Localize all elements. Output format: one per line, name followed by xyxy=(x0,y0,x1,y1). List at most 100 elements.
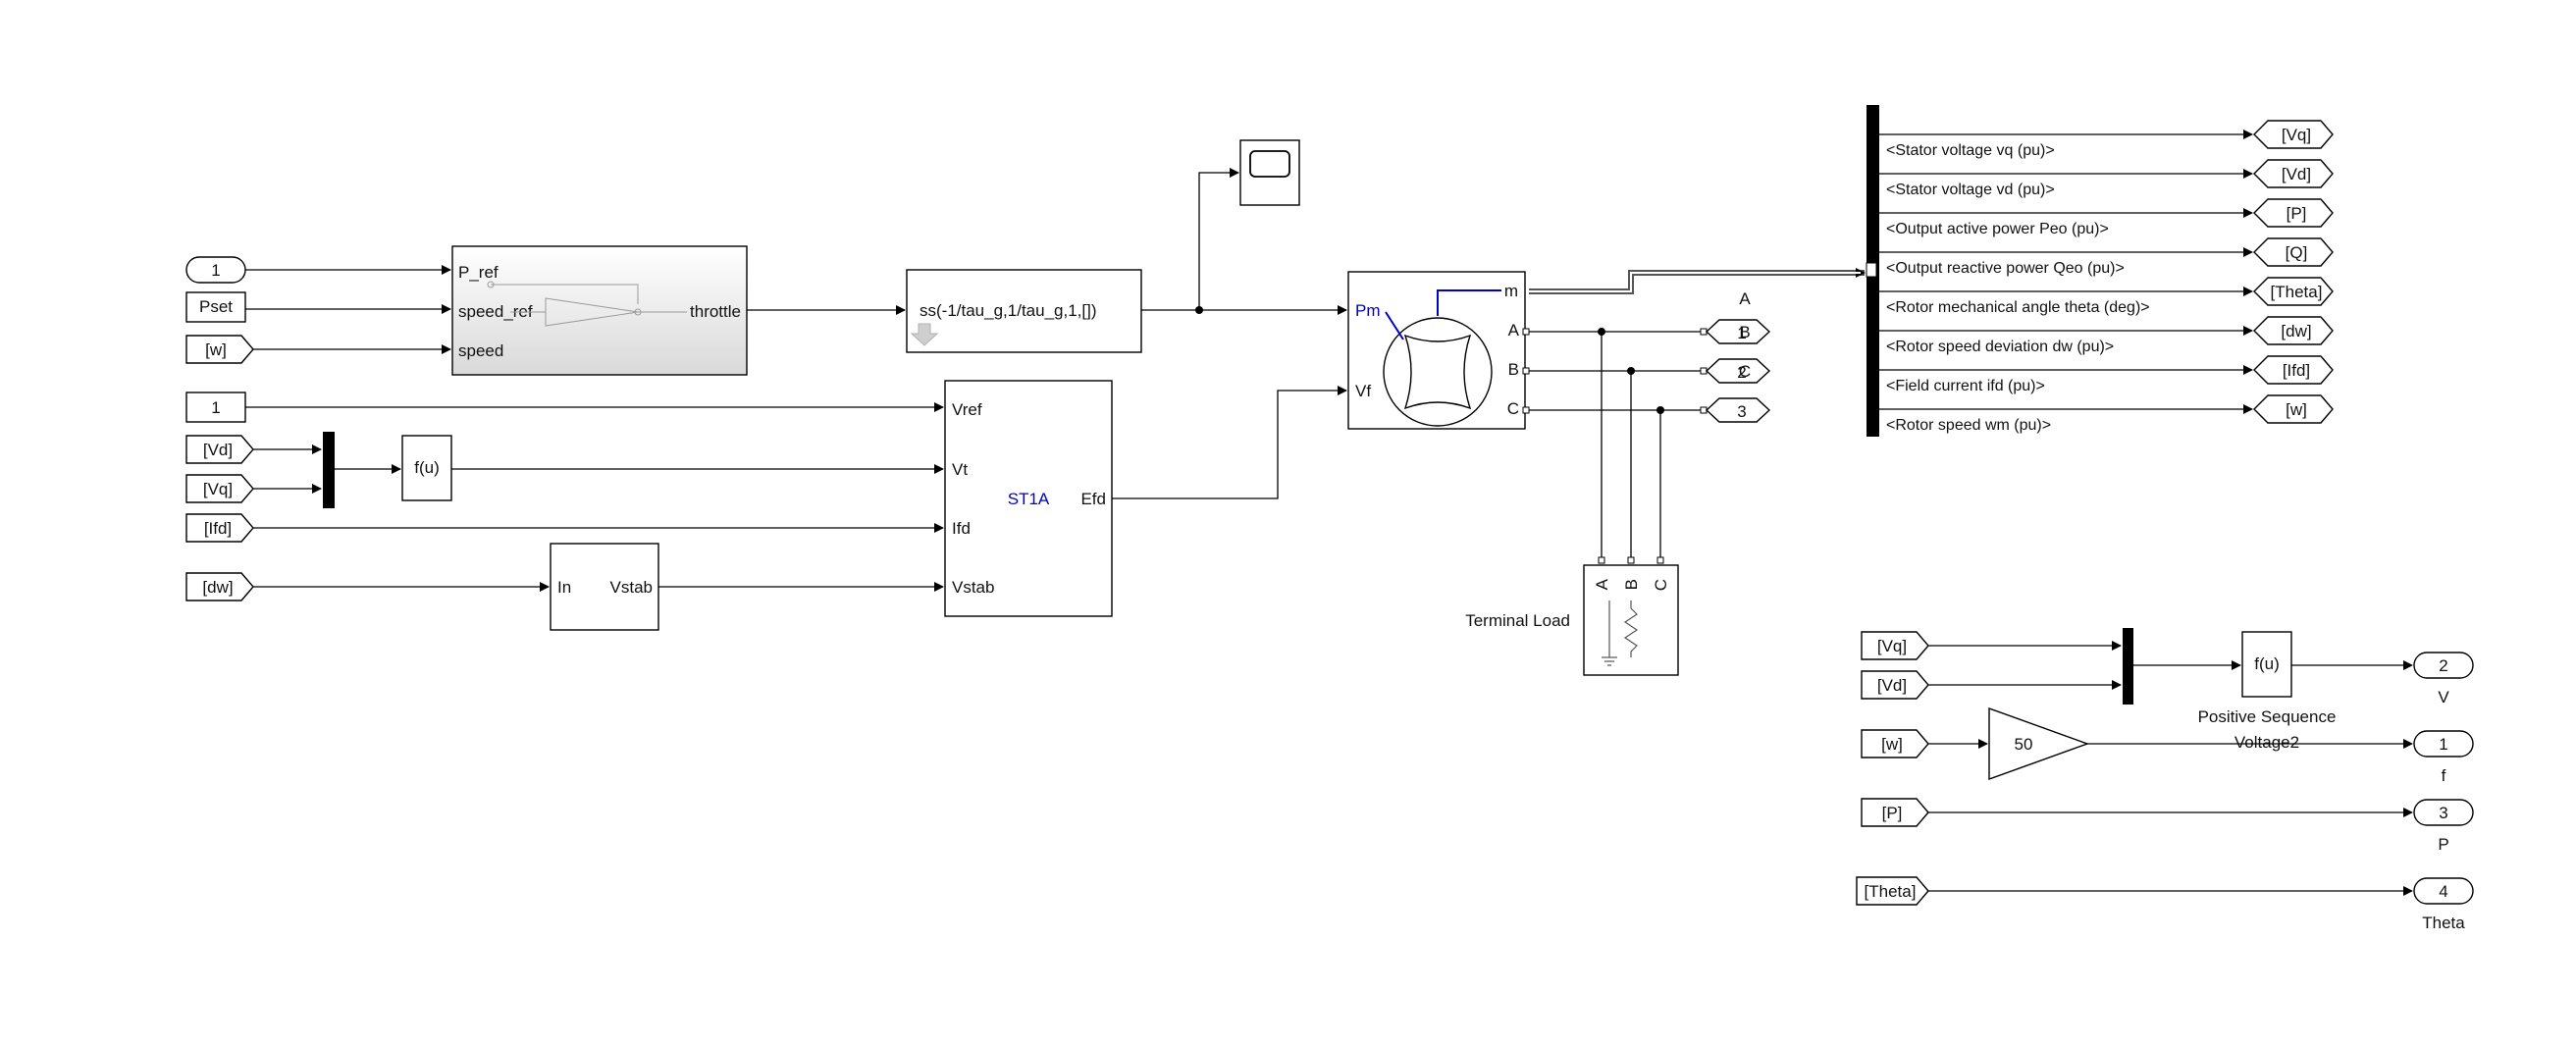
machine-port-b: B xyxy=(1508,360,1519,379)
bus-goto-tag[interactable] xyxy=(2253,198,2334,228)
bus-selector-handle[interactable] xyxy=(1866,262,1877,278)
machine-conn-a[interactable] xyxy=(1522,328,1530,336)
governor-port-pref: P_ref xyxy=(458,263,499,282)
exciter-title: ST1A xyxy=(1008,490,1050,508)
bus-goto-label: [Theta] xyxy=(2271,283,2323,301)
exciter-port-vt: Vt xyxy=(952,460,968,479)
bus-signal-label: <Output active power Peo (pu)> xyxy=(1886,221,2109,237)
from-w-right-label: [w] xyxy=(1881,735,1903,754)
bus-goto-tag[interactable] xyxy=(2253,237,2334,267)
bus-goto-tag[interactable] xyxy=(2253,394,2334,424)
pss-port-vstab: Vstab xyxy=(610,578,653,597)
bus-goto-label: [P] xyxy=(2287,204,2307,223)
scope-block[interactable] xyxy=(1239,139,1300,206)
governor-port-speedref: speed_ref xyxy=(458,302,533,321)
bus-goto-tag[interactable] xyxy=(2253,355,2334,385)
outport-p[interactable]: 3 P xyxy=(2413,799,2474,854)
outport-theta-name: Theta xyxy=(2422,914,2465,932)
fcn-positive-sequence-block[interactable]: f(u) xyxy=(2241,631,2292,698)
const-vref-block[interactable]: 1 xyxy=(185,392,246,423)
outport-theta[interactable]: 4 Theta xyxy=(2413,877,2474,932)
load-port-c: C xyxy=(1652,579,1670,591)
bus-goto-tag[interactable] xyxy=(2253,159,2334,188)
outport-f-name: f xyxy=(2442,766,2446,785)
const-vref-value: 1 xyxy=(211,398,220,417)
from-p-right-block[interactable]: [P] xyxy=(1861,798,1929,827)
machine-conn-c[interactable] xyxy=(1522,406,1530,414)
from-theta-right-block[interactable]: [Theta] xyxy=(1856,876,1929,906)
fcn-vt-label: f(u) xyxy=(414,458,440,477)
bus-selector-signals: <Stator voltage vq (pu)> [Vq] <Stator volt… xyxy=(1879,120,2334,434)
from-vd-left-block[interactable]: [Vd] xyxy=(185,435,254,464)
outport-theta-number: 4 xyxy=(2439,882,2447,901)
from-w-right-block[interactable]: [w] xyxy=(1861,729,1929,758)
bus-goto-label: [w] xyxy=(2286,400,2307,419)
terminal-goto-c-letter: C xyxy=(1739,362,1751,381)
outport-f-number: 1 xyxy=(2439,735,2447,754)
outport-v[interactable]: 2 V xyxy=(2413,652,2474,706)
from-vq-right-block[interactable]: [Vq] xyxy=(1861,631,1929,660)
governor-port-speed: speed xyxy=(458,341,503,360)
terminal-goto-c[interactable]: 3 C xyxy=(1700,362,1771,423)
fcn-vt-block[interactable]: f(u) xyxy=(401,435,452,501)
exciter-port-vstab: Vstab xyxy=(952,578,994,597)
machine-port-c: C xyxy=(1507,399,1519,418)
load-port-a: A xyxy=(1593,578,1611,590)
bus-goto-label: [Vq] xyxy=(2282,126,2311,144)
from-pset-label: Pset xyxy=(199,297,233,316)
from-vd-right-block[interactable]: [Vd] xyxy=(1861,670,1929,700)
terminal-load-block[interactable]: A B C xyxy=(1583,556,1679,676)
mux-left-block[interactable] xyxy=(323,432,335,508)
bus-signal-label: <Stator voltage vd (pu)> xyxy=(1886,182,2055,198)
bus-signal-label: <Rotor mechanical angle theta (deg)> xyxy=(1886,299,2150,316)
gain-value: 50 xyxy=(2015,735,2033,754)
machine-rotor-icon xyxy=(1383,289,1501,427)
from-ifd-left-label: [Ifd] xyxy=(204,519,232,538)
from-pset-block[interactable]: Pset xyxy=(185,291,246,323)
terminal-goto-b-number: 2 xyxy=(1737,363,1746,382)
exciter-port-ifd: Ifd xyxy=(952,519,971,538)
fcn-caption-line2: Voltage2 xyxy=(2234,733,2299,752)
bus-signal-label: <Rotor speed deviation dw (pu)> xyxy=(1886,339,2114,355)
from-vd-right-label: [Vd] xyxy=(1877,676,1907,695)
exciter-st1a-block[interactable]: Vref Vt Ifd Vstab ST1A Efd xyxy=(944,380,1113,617)
down-arrow-icon xyxy=(910,323,939,346)
terminal-goto-a-number: 1 xyxy=(1737,324,1746,342)
synchronous-machine-block[interactable]: Pm Vf m A B C xyxy=(1347,271,1530,430)
governor-port-throttle: throttle xyxy=(690,302,741,321)
bus-signal-label: <Stator voltage vq (pu)> xyxy=(1886,142,2055,159)
terminal-goto-b[interactable]: 2 B xyxy=(1700,323,1771,384)
bus-goto-label: [dw] xyxy=(2281,322,2311,340)
from-ifd-left-block[interactable]: [Ifd] xyxy=(185,513,254,543)
const-pref-block[interactable]: 1 xyxy=(185,256,246,284)
terminal-goto-b-letter: B xyxy=(1739,323,1750,341)
state-space-block[interactable]: ss(-1/tau_g,1/tau_g,1,[]) xyxy=(906,269,1142,353)
bus-goto-tag[interactable] xyxy=(2253,120,2334,149)
from-vq-right-label: [Vq] xyxy=(1877,637,1907,655)
from-vq-left-label: [Vq] xyxy=(203,480,233,498)
from-w-label: [w] xyxy=(205,340,227,359)
pss-block[interactable]: In Vstab xyxy=(550,543,659,631)
bus-goto-label: [Vd] xyxy=(2282,165,2311,183)
fcn-caption-line1: Positive Sequence xyxy=(2198,707,2337,726)
exciter-port-vref: Vref xyxy=(952,400,982,419)
governor-subsystem[interactable]: P_ref speed_ref speed throttle xyxy=(451,245,748,376)
gain-block[interactable]: 50 xyxy=(1988,707,2090,780)
from-theta-right-label: [Theta] xyxy=(1865,882,1917,901)
from-dw-left-label: [dw] xyxy=(202,578,233,597)
from-dw-left-block[interactable]: [dw] xyxy=(185,572,254,601)
outport-f[interactable]: 1 f xyxy=(2413,730,2474,785)
bus-signal-label: <Output reactive power Qeo (pu)> xyxy=(1886,260,2125,277)
from-vq-left-block[interactable]: [Vq] xyxy=(185,474,254,503)
terminal-goto-a[interactable]: 1 A xyxy=(1700,289,1771,344)
machine-conn-b[interactable] xyxy=(1522,367,1530,375)
terminal-goto-a-letter: A xyxy=(1739,289,1751,308)
bus-goto-tag[interactable] xyxy=(2253,277,2334,306)
state-space-label: ss(-1/tau_g,1/tau_g,1,[]) xyxy=(920,301,1097,320)
from-p-right-label: [P] xyxy=(1882,804,1903,822)
fcn-positive-sequence-label: f(u) xyxy=(2254,654,2280,673)
from-w-block[interactable]: [w] xyxy=(185,335,254,364)
mux-right-block[interactable] xyxy=(2123,628,2133,705)
bus-goto-tag[interactable] xyxy=(2253,316,2334,345)
